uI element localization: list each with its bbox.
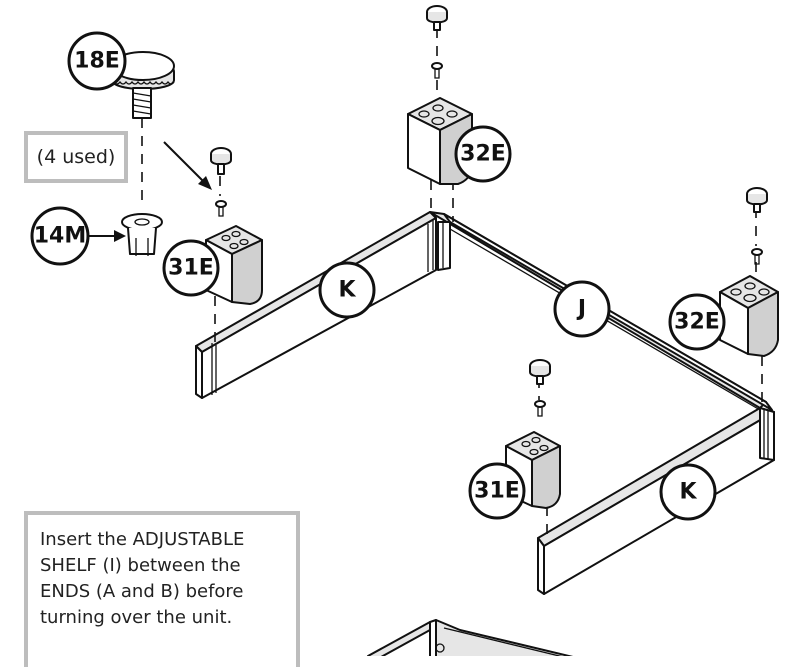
screw-icon (534, 400, 546, 417)
insert-14m-icon (121, 213, 163, 256)
callout-31e-bottom: 31E (468, 462, 526, 520)
quantity-note: (4 used) (24, 131, 128, 183)
instruction-note-text: Insert the ADJUSTABLE SHELF (I) between … (40, 529, 245, 628)
callout-k-right: K (659, 463, 717, 521)
arrow-diagonal-icon (163, 141, 212, 190)
small-knob-icon (746, 187, 768, 213)
small-knob-icon (426, 5, 448, 31)
screw-icon (751, 248, 763, 265)
callout-j: J (553, 280, 611, 338)
svg-text:31E: 31E (168, 256, 214, 281)
cabinet-fragment (367, 619, 595, 663)
corner-block-32e-right (719, 275, 779, 357)
svg-text:J: J (576, 297, 586, 322)
svg-text:14M: 14M (34, 224, 87, 249)
svg-text:32E: 32E (460, 142, 506, 167)
rail-k-left (195, 211, 437, 399)
small-knob-icon (210, 147, 232, 175)
callout-32e-right: 32E (668, 293, 726, 351)
callout-31e-left: 31E (162, 239, 220, 297)
svg-text:32E: 32E (674, 310, 720, 335)
callout-k-left: K (318, 261, 376, 319)
screw-icon (215, 200, 227, 217)
quantity-note-text: (4 used) (36, 146, 116, 168)
callout-32e-top: 32E (454, 125, 512, 183)
arrow-14m-icon (86, 230, 126, 242)
callout-18e: 18E (67, 31, 127, 91)
screw-icon (431, 62, 443, 79)
svg-text:18E: 18E (74, 49, 120, 74)
callout-14m: 14M (30, 206, 90, 266)
knob-18e-icon (111, 51, 175, 119)
svg-text:K: K (338, 278, 356, 303)
instruction-note: Insert the ADJUSTABLE SHELF (I) between … (24, 511, 300, 667)
rail-k-right (537, 407, 775, 595)
small-knob-icon (529, 359, 551, 385)
svg-text:31E: 31E (474, 479, 520, 504)
svg-text:K: K (679, 480, 697, 505)
